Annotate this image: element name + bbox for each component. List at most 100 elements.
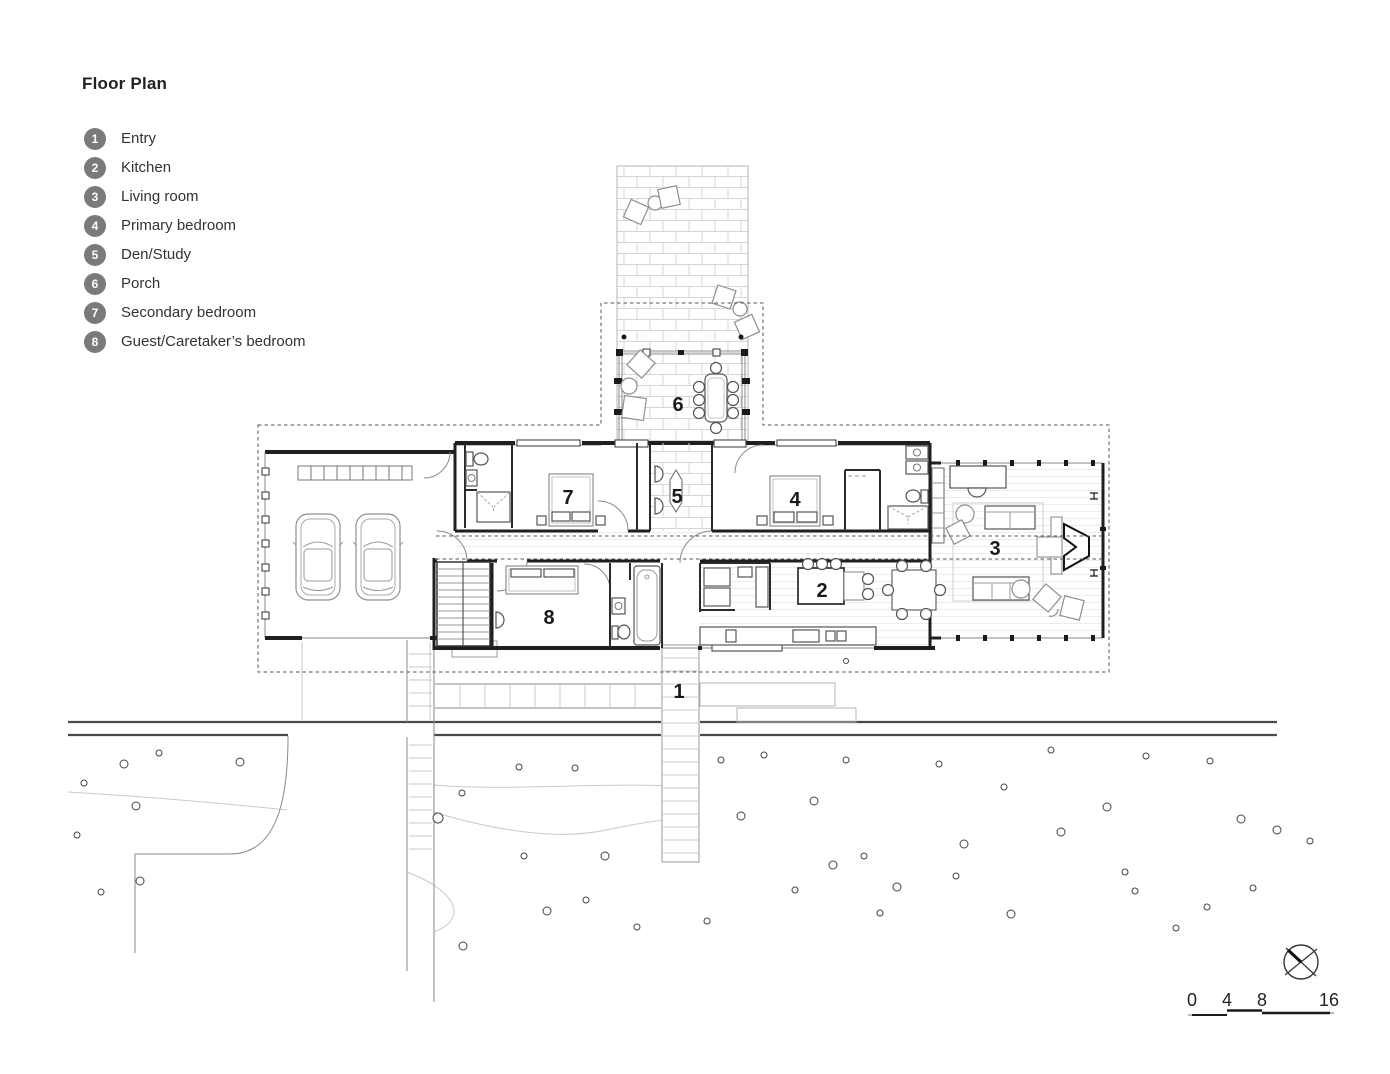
- plantings: [73, 746, 1314, 951]
- porch-door-sill: [614, 439, 649, 448]
- window-mullions: [956, 460, 1106, 641]
- legend-number-badge: 1: [84, 127, 106, 150]
- porch: [601, 334, 763, 448]
- legend-label: Porch: [121, 275, 161, 292]
- room-label-guest-bedroom: 8: [543, 607, 554, 629]
- door-swing: [679, 530, 713, 564]
- scale-tick-8: 8: [1257, 990, 1267, 1010]
- stairs: [436, 561, 491, 647]
- scale-bar: 0 4 8 16: [1187, 990, 1339, 1016]
- legend-item-living-room: 3 Living room: [84, 182, 306, 211]
- legend-item-secondary-bedroom: 7 Secondary bedroom: [84, 298, 306, 327]
- brick-patio: [616, 165, 761, 444]
- north-wing: [453, 439, 932, 648]
- legend-number-badge: 7: [84, 301, 106, 324]
- kitchen-sink-icon: [825, 630, 847, 642]
- scale-tick-0: 0: [1187, 990, 1197, 1010]
- room-label-kitchen: 2: [816, 580, 827, 602]
- bathroom-primary: [845, 445, 929, 531]
- secondary-bedroom: [536, 443, 651, 531]
- scale-tick-16: 16: [1319, 990, 1339, 1010]
- door-swing: [597, 500, 629, 532]
- bed-icon: [536, 473, 606, 527]
- porch-chairs: [620, 349, 656, 422]
- roof-overhang-outline: [257, 302, 1110, 673]
- primary-bedroom: [711, 443, 868, 531]
- bathroom-secondary: [464, 443, 513, 528]
- double-sink-icon: [905, 445, 929, 475]
- legend-number-badge: 3: [84, 185, 106, 208]
- legend-label: Primary bedroom: [121, 217, 237, 234]
- porch-door-sill: [713, 439, 747, 448]
- sink-icon: [465, 469, 478, 487]
- site-ground: [67, 640, 1314, 1002]
- room-labels: 1 2 3 4 5 6 7 8: [543, 394, 1000, 703]
- legend-item-kitchen: 2 Kitchen: [84, 153, 306, 182]
- legend-label: Entry: [121, 130, 157, 147]
- sink-icon: [611, 597, 626, 615]
- legend-number-badge: 5: [84, 243, 106, 266]
- road: [68, 720, 1277, 737]
- shower-icon: [887, 505, 929, 530]
- garage-batten-wall: [261, 467, 270, 620]
- guest-bedroom: [490, 563, 611, 648]
- legend-label: Kitchen: [121, 159, 172, 176]
- side-table: [1011, 579, 1031, 599]
- den-study: [654, 465, 683, 515]
- dining-table: [881, 559, 947, 621]
- porch-dining-table: [692, 361, 740, 435]
- legend-number-badge: 4: [84, 214, 106, 237]
- sofa-icon: [984, 505, 1036, 530]
- kitchen-counter: [699, 626, 877, 646]
- car-icon: [352, 513, 404, 601]
- room-label-den-study: 5: [671, 486, 682, 508]
- bed-icon: [505, 565, 579, 595]
- garage-cabinets: [297, 465, 413, 481]
- legend-item-guest-bedroom: 8 Guest/Caretaker’s bedroom: [84, 327, 306, 356]
- roof-break-lines: [436, 535, 1103, 560]
- room-label-entry: 1: [673, 681, 684, 703]
- door-swing: [734, 444, 764, 474]
- legend-label: Den/Study: [121, 246, 192, 263]
- legend-label: Secondary bedroom: [121, 304, 257, 321]
- laundry-pantry: [699, 562, 771, 612]
- south-wing: [432, 530, 947, 664]
- garage: [261, 450, 455, 640]
- north-arrow-compass-icon: [1283, 944, 1319, 980]
- living-room: [930, 460, 1106, 641]
- scale-tick-4: 4: [1222, 990, 1232, 1010]
- legend-label: Guest/Caretaker’s bedroom: [121, 333, 306, 350]
- legend-item-entry: 1 Entry: [84, 124, 306, 153]
- door-swing: [583, 563, 611, 591]
- bed-icon: [756, 475, 834, 527]
- legend-number-badge: 6: [84, 272, 106, 295]
- guest-bathroom: [609, 563, 663, 648]
- door-leaf: [669, 469, 683, 513]
- bathtub-icon: [633, 565, 661, 646]
- room-label-porch: 6: [672, 394, 683, 416]
- shelving: [931, 467, 945, 544]
- shower-icon: [476, 491, 511, 523]
- lounge-chairs: [1032, 583, 1085, 621]
- legend-item-porch: 6 Porch: [84, 269, 306, 298]
- floor-plan-legend: 1 Entry 2 Kitchen 3 Living room 4 Primar…: [84, 124, 306, 356]
- door-swing: [423, 451, 451, 479]
- toilet-icon: [611, 624, 631, 640]
- page-title: Floor Plan: [82, 74, 168, 93]
- entry-walkway: [661, 644, 700, 863]
- kitchen: [699, 557, 947, 664]
- legend-label: Living room: [121, 188, 199, 205]
- closet-door: [495, 611, 505, 629]
- legend-item-primary-bedroom: 4 Primary bedroom: [84, 211, 306, 240]
- door-swing: [436, 530, 468, 562]
- room-label-secondary-bedroom: 7: [562, 487, 573, 509]
- room-label-living-room: 3: [989, 538, 1000, 560]
- toilet-icon: [905, 489, 929, 504]
- legend-number-badge: 8: [84, 330, 106, 353]
- mullion-marks: [1090, 492, 1098, 577]
- porch-columns: [614, 334, 750, 415]
- toilet-icon: [465, 451, 489, 467]
- driveway: [134, 640, 435, 1002]
- legend-number-badge: 2: [84, 156, 106, 179]
